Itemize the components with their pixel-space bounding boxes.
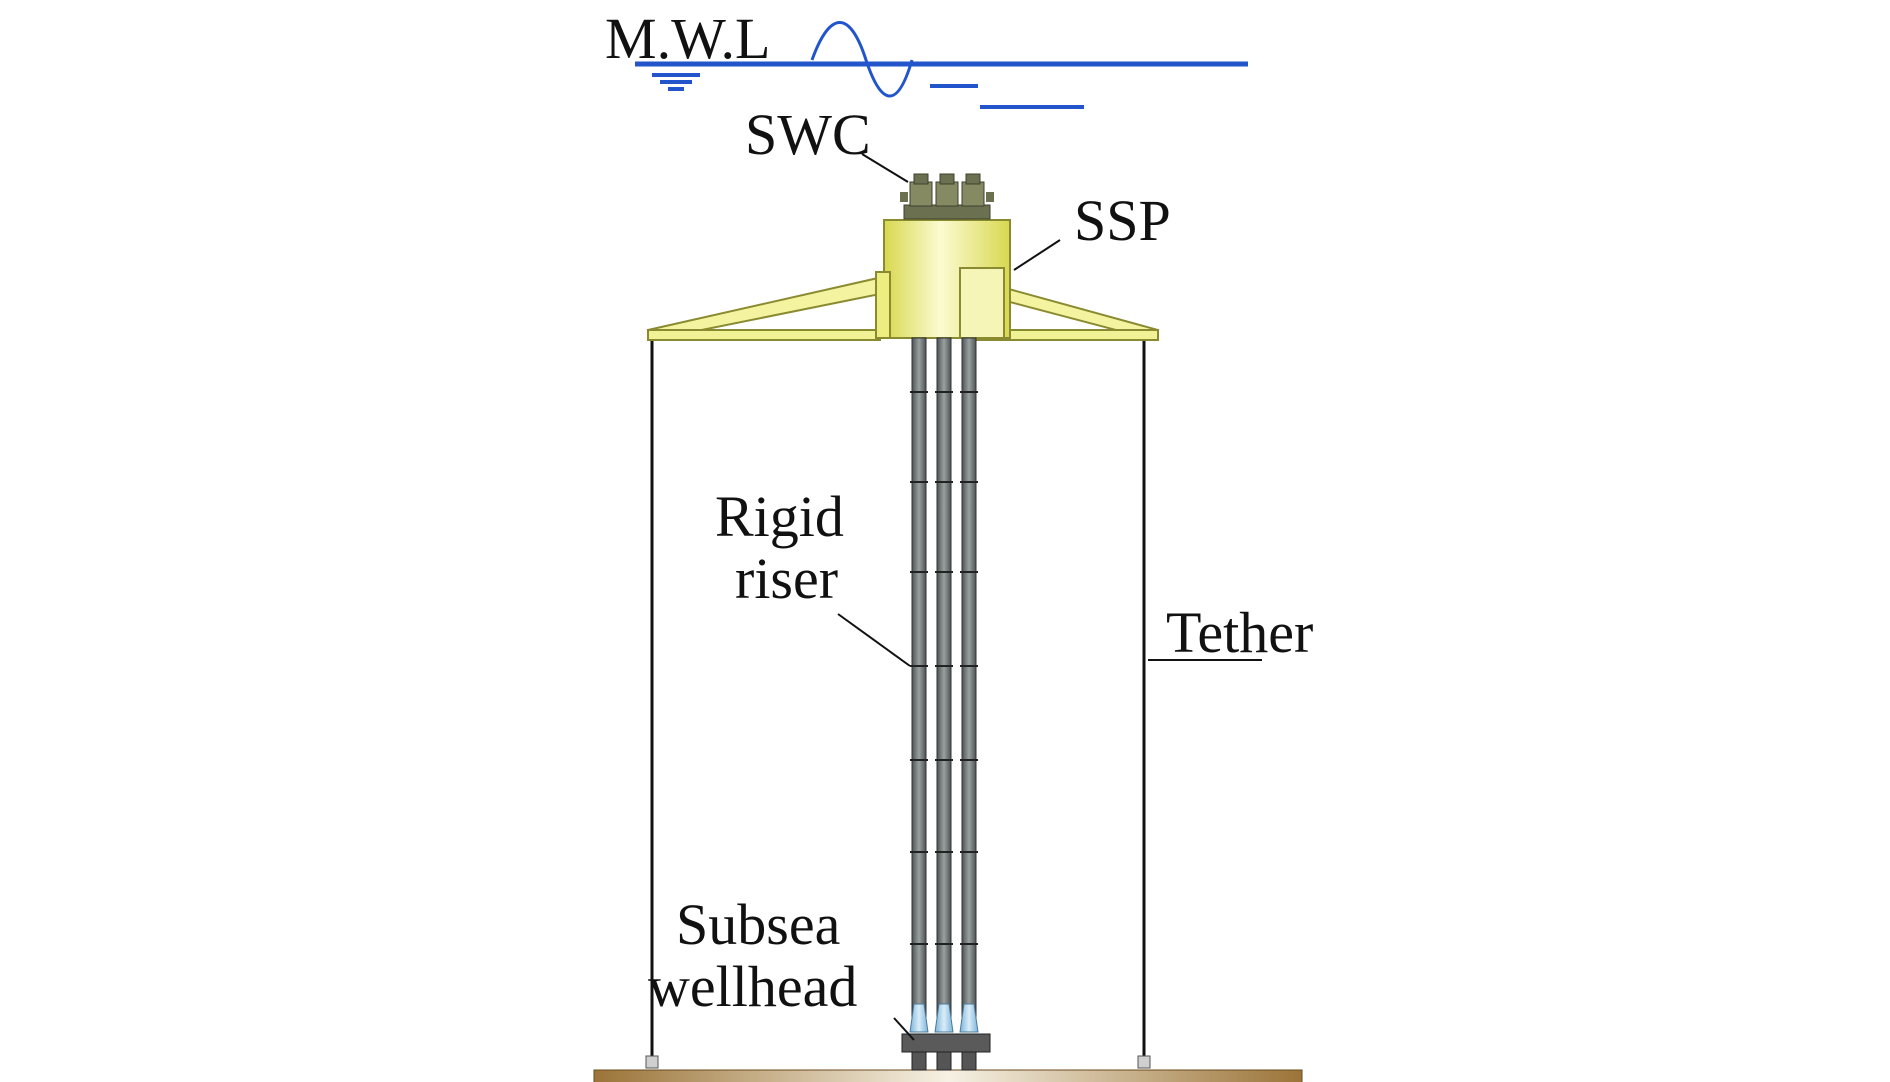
tether-label: Tether xyxy=(1166,600,1313,665)
tether-right xyxy=(1137,338,1151,1069)
riser-1 xyxy=(911,337,927,1019)
swc-label: SWC xyxy=(745,102,871,167)
water-level-symbol xyxy=(652,73,700,91)
rigid-label: Rigid xyxy=(715,484,844,549)
water-level xyxy=(635,21,1248,109)
wellhead-leader xyxy=(893,1017,915,1041)
subsea-label: Subsea xyxy=(676,892,840,957)
tether-left xyxy=(645,338,659,1069)
mwl-label: M.W.L xyxy=(605,6,770,71)
seabed xyxy=(593,1069,1303,1082)
riser-2 xyxy=(936,337,952,1019)
subsea-wet-christmas-tree-icon xyxy=(900,173,994,220)
subsea-wellheads xyxy=(901,1003,991,1071)
wellhead-label: wellhead xyxy=(648,954,857,1019)
ssp-platform xyxy=(646,219,1160,342)
riser-leader xyxy=(837,613,911,667)
riser-3 xyxy=(961,337,977,1019)
rigid-risers xyxy=(910,337,978,1019)
swc-leader xyxy=(861,153,909,183)
ssp-label: SSP xyxy=(1074,188,1171,253)
riser-label: riser xyxy=(735,546,838,611)
ssp-leader xyxy=(1013,239,1061,271)
